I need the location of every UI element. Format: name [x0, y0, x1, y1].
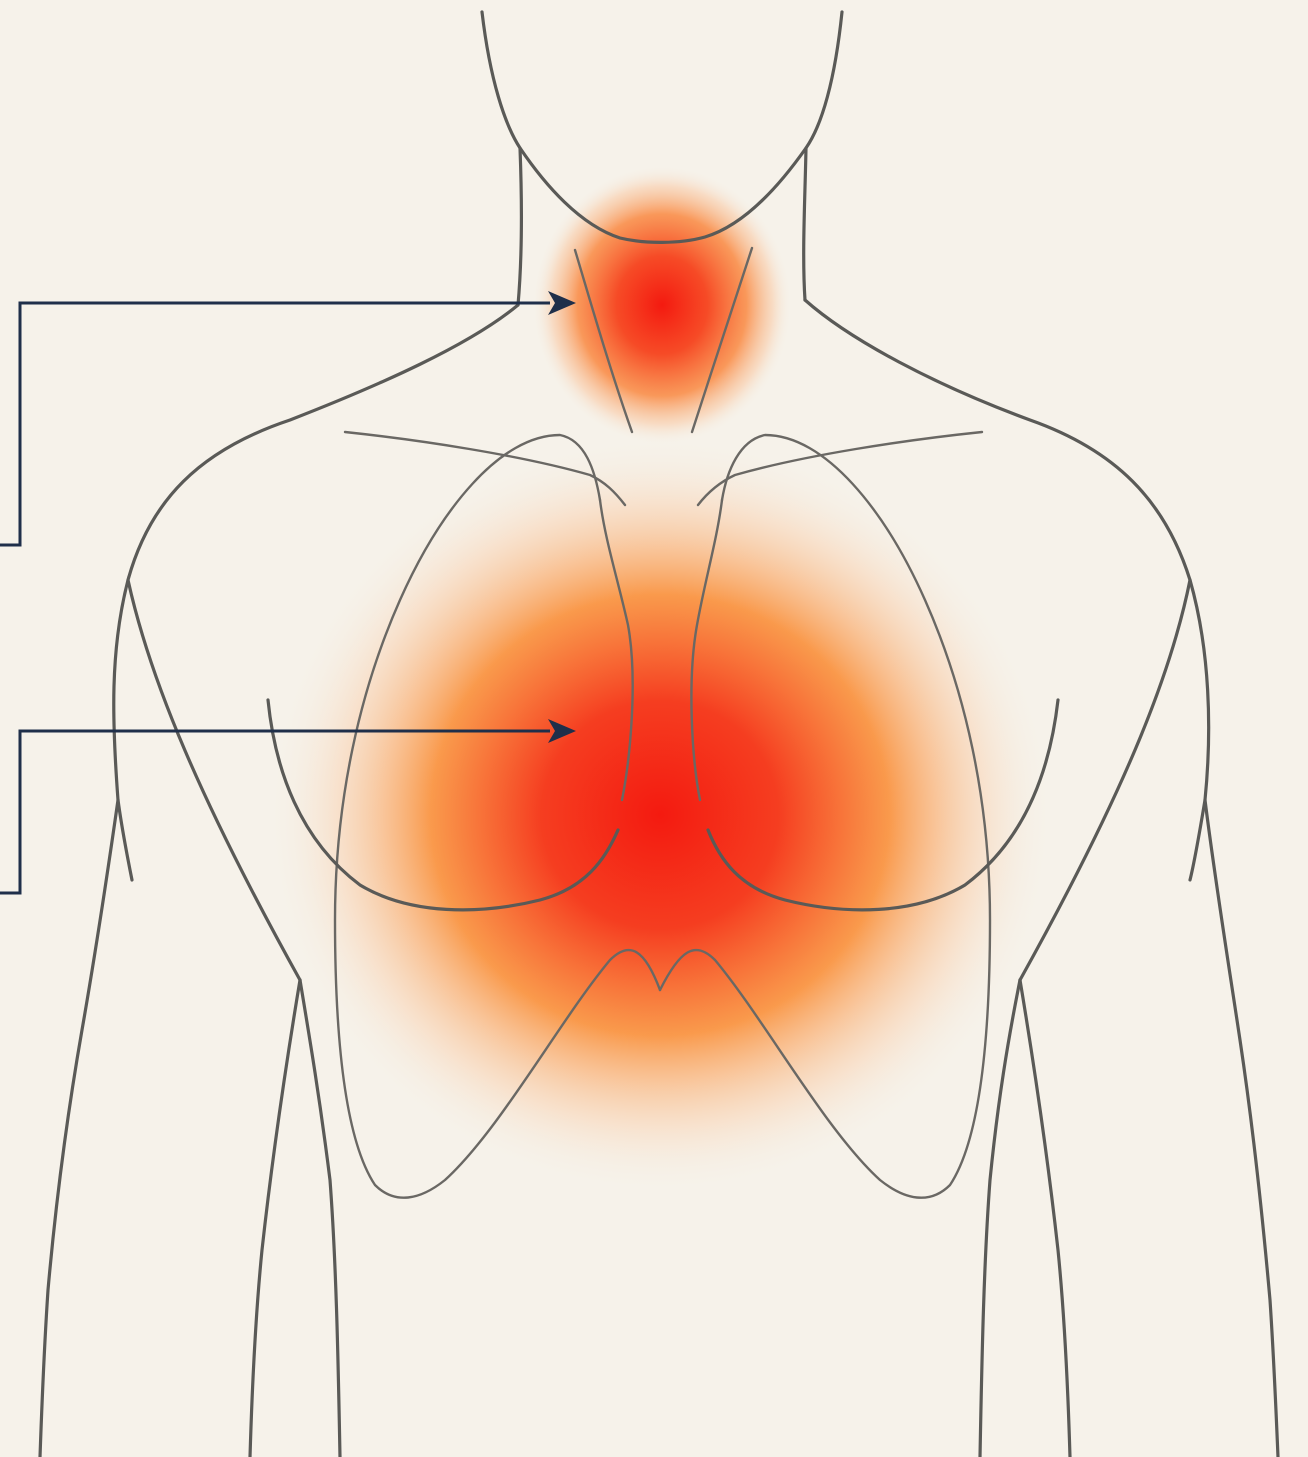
chest-pain-zone [265, 435, 1055, 1195]
